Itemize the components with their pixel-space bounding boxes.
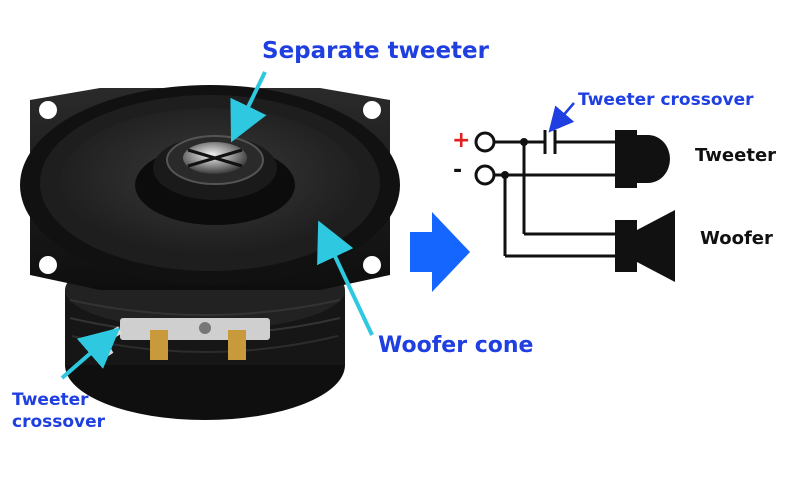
- tweeter-assembly: [135, 135, 295, 225]
- positive-terminal: [474, 131, 496, 153]
- woofer-label: Woofer: [700, 228, 773, 249]
- tweeter-crossover-bottom-label-line2: crossover: [12, 412, 106, 432]
- woofer-cone-label: Woofer cone: [378, 333, 534, 358]
- minus-sign: -: [453, 158, 463, 183]
- crossover-pointer-bottom: [60, 327, 121, 380]
- negative-terminal: [474, 164, 496, 186]
- woofer-cone-pointer: [317, 220, 374, 336]
- tweeter-label: Tweeter: [695, 145, 777, 166]
- crossover-pointer-schematic: [548, 102, 575, 133]
- tweeter-pointer: [230, 71, 267, 143]
- woofer-symbol: [615, 210, 675, 282]
- tweeter-crossover-schematic-label: Tweeter crossover: [578, 90, 754, 110]
- tweeter-crossover-bottom-label-line1: Tweeter: [12, 390, 89, 410]
- separate-tweeter-label: Separate tweeter: [262, 38, 489, 64]
- plus-sign: +: [452, 128, 471, 153]
- tweeter-symbol: [615, 130, 670, 188]
